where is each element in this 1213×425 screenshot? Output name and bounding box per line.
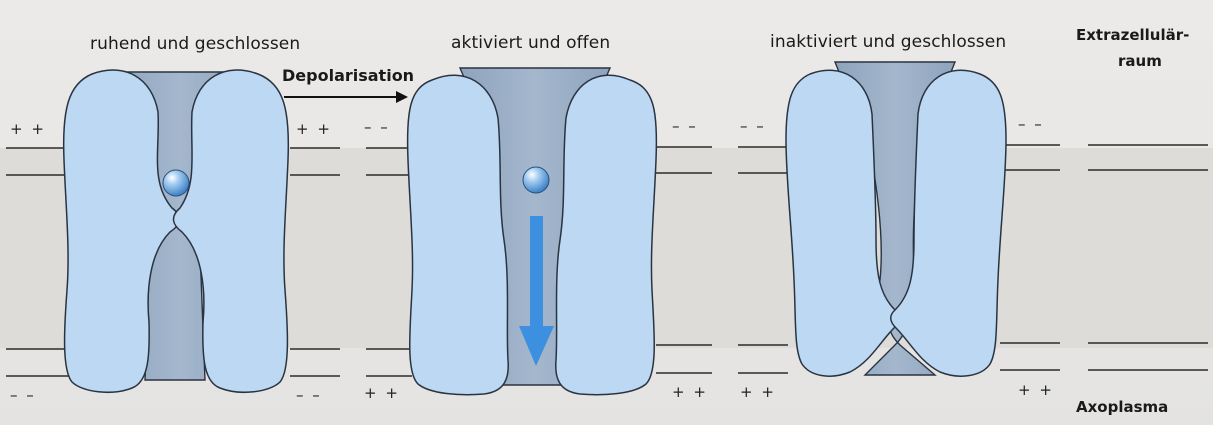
charge-bottom-minus-1: – – (10, 386, 36, 404)
charge-top-minus-1: – – (364, 118, 390, 136)
channel-resting-ion (163, 170, 189, 196)
extracellular-label-line1: Extrazellulär- (1076, 26, 1189, 44)
extracellular-label-line2: raum (1118, 52, 1162, 70)
channel-activated-left-subunit (408, 75, 509, 394)
channel-activated-right-subunit (556, 75, 657, 394)
depolarisation-label: Depolarisation (282, 66, 414, 85)
channel-activated (408, 68, 657, 395)
channel-inactivated (786, 62, 1006, 376)
state-label-activated: aktiviert und offen (451, 33, 610, 53)
axoplasm-label: Axoplasma (1076, 398, 1168, 416)
charge-top-minus-4: – – (1018, 115, 1044, 133)
charge-top-minus-2: – – (672, 117, 698, 135)
charge-bottom-plus-2: + + (672, 383, 708, 401)
state-label-inactivated: inaktiviert und geschlossen (770, 32, 1006, 52)
charge-top-plus-2: + + (296, 120, 332, 138)
channel-resting (64, 70, 289, 392)
charge-bottom-minus-2: – – (296, 386, 322, 404)
state-label-resting: ruhend und geschlossen (90, 34, 300, 54)
charge-bottom-plus-1: + + (364, 384, 400, 402)
charge-bottom-plus-4: + + (1018, 381, 1054, 399)
charge-top-plus-1: + + (10, 120, 46, 138)
channel-activated-ion (523, 167, 549, 193)
charge-top-minus-3: – – (740, 117, 766, 135)
depolarisation-arrow (284, 91, 408, 103)
charge-bottom-plus-3: + + (740, 383, 776, 401)
